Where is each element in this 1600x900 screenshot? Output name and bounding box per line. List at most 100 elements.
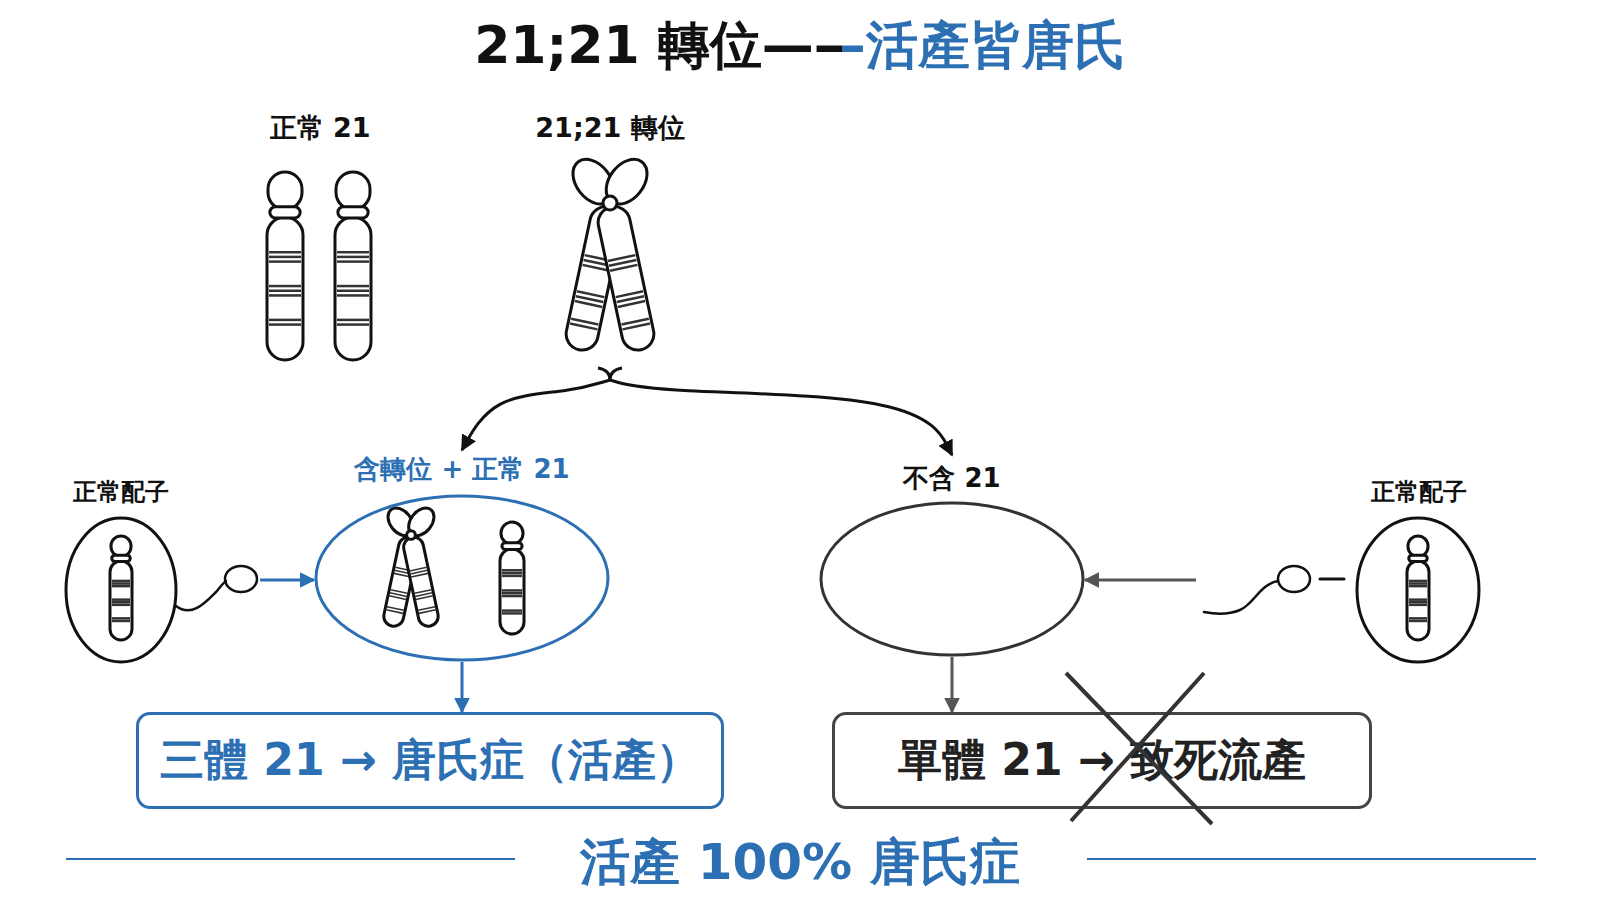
chromosome-band xyxy=(1409,620,1427,623)
connector-arrow xyxy=(951,657,954,712)
summary-label: 活產 100% 唐氏症 xyxy=(200,832,1400,892)
centromere xyxy=(338,207,368,218)
divider-line xyxy=(66,858,515,860)
connector-arrow xyxy=(462,380,610,450)
strike-cross xyxy=(1071,673,1204,821)
satellite-loop xyxy=(403,503,439,540)
chromosome-band xyxy=(1409,598,1427,601)
node-text: 含轉位 + 正常 21 xyxy=(314,454,610,485)
chromosome-arm xyxy=(1408,536,1428,557)
cell-outline xyxy=(225,566,257,592)
chromosome-band xyxy=(337,319,369,322)
chromosome-band xyxy=(502,592,522,595)
translocation-chromosome-drawing xyxy=(382,503,440,628)
chromosome-band xyxy=(1409,617,1427,620)
connector-arrow xyxy=(610,380,952,455)
chromosome-band xyxy=(269,251,301,254)
sperm-tail xyxy=(1320,578,1344,581)
chromosome xyxy=(500,522,524,634)
chromosome xyxy=(267,172,303,360)
chromosome-band xyxy=(502,572,522,575)
chromosome-pair: 正常 21 xyxy=(245,112,395,362)
chromosome-band xyxy=(570,322,598,330)
translocation-chromosome-drawing xyxy=(563,152,657,353)
centromere xyxy=(1409,555,1427,561)
node-text: 正常配子 xyxy=(60,478,182,507)
chromosome-band xyxy=(269,319,301,322)
chromosome xyxy=(110,536,132,640)
node-text: 正常配子 xyxy=(1358,478,1480,507)
sperm-tail xyxy=(1204,581,1278,614)
node-text: 三體 21 → 唐氏症（活產） xyxy=(160,734,700,787)
chromosome-band xyxy=(502,612,522,615)
centromere xyxy=(502,543,522,550)
chromosome-band xyxy=(411,573,428,578)
chromosome-band xyxy=(575,300,603,308)
chromosome-band xyxy=(416,595,433,600)
diagram-title: 21;21 轉位——活產皆唐氏 xyxy=(474,14,1126,76)
connector-arrow xyxy=(461,662,464,712)
chromosome-band xyxy=(1409,601,1427,604)
chromosome-band xyxy=(502,609,522,612)
chromosome-arm xyxy=(1407,561,1429,640)
chromosome-arm xyxy=(111,536,131,557)
chromosome-band xyxy=(502,595,522,598)
centromere xyxy=(112,555,130,561)
chromosome-band xyxy=(1409,582,1427,585)
chromosome-band xyxy=(269,285,301,288)
chromosome-arm xyxy=(110,561,132,640)
divider-line xyxy=(1087,858,1536,860)
chromosome-band xyxy=(112,604,130,607)
chromosome-band xyxy=(337,285,369,288)
chromosome-band xyxy=(269,256,301,259)
connector-arrow xyxy=(1085,579,1196,582)
chromosome-band xyxy=(502,575,522,578)
connector-arrow xyxy=(260,579,314,582)
chromosome-arm-outline xyxy=(595,204,657,353)
chromosome-arm xyxy=(500,549,524,634)
chromosome-band xyxy=(112,582,130,585)
centromere xyxy=(603,196,617,210)
satellite-loop xyxy=(598,152,656,212)
outcome-box: 三體 21 → 唐氏症（活產） xyxy=(136,712,724,809)
chromosome-band xyxy=(337,294,369,297)
chromosome-band xyxy=(269,290,301,293)
chromosome-band xyxy=(502,569,522,572)
chromosome-band xyxy=(419,609,436,614)
node-outline xyxy=(1196,478,1486,666)
title-row: 21;21 轉位——活產皆唐氏 xyxy=(0,14,1600,76)
chromosome-band xyxy=(337,260,369,263)
chromosome-band xyxy=(337,256,369,259)
chromosome-band xyxy=(112,617,130,620)
node-outline xyxy=(60,478,260,666)
cell-outline xyxy=(316,496,608,660)
bracket-tip xyxy=(598,368,622,380)
chromosome xyxy=(335,172,371,360)
strike-cross xyxy=(1066,673,1212,824)
chromosome-arm xyxy=(267,217,303,360)
chromosome-band xyxy=(337,290,369,293)
chromosome-band xyxy=(269,260,301,263)
centromere xyxy=(270,207,300,218)
gamete-cell: 正常配子 xyxy=(1196,478,1486,666)
chromosome-arm xyxy=(268,172,302,210)
chromosome-arm-outline xyxy=(402,535,440,628)
egg-cell: 不含 21 xyxy=(819,455,1085,657)
chromosome-arm xyxy=(501,522,523,544)
node-text: 21;21 轉位 xyxy=(530,112,690,144)
node-text: 不含 21 xyxy=(819,463,1085,494)
node-text: 正常 21 xyxy=(245,112,395,144)
centromere xyxy=(407,531,416,540)
chromosome-band xyxy=(1409,585,1427,588)
chromosome-arm xyxy=(335,217,371,360)
gamete-cell: 正常配子 xyxy=(60,478,260,666)
cell-outline xyxy=(1278,566,1310,592)
chromosome-band xyxy=(112,620,130,623)
outcome-box: 單體 21 → 致死流產 xyxy=(832,712,1372,809)
chromosome-band xyxy=(337,251,369,254)
sperm-tail xyxy=(176,581,226,610)
cell-outline xyxy=(1357,518,1479,662)
chromosome-arm xyxy=(402,535,440,628)
chromosome-band xyxy=(1409,580,1427,583)
